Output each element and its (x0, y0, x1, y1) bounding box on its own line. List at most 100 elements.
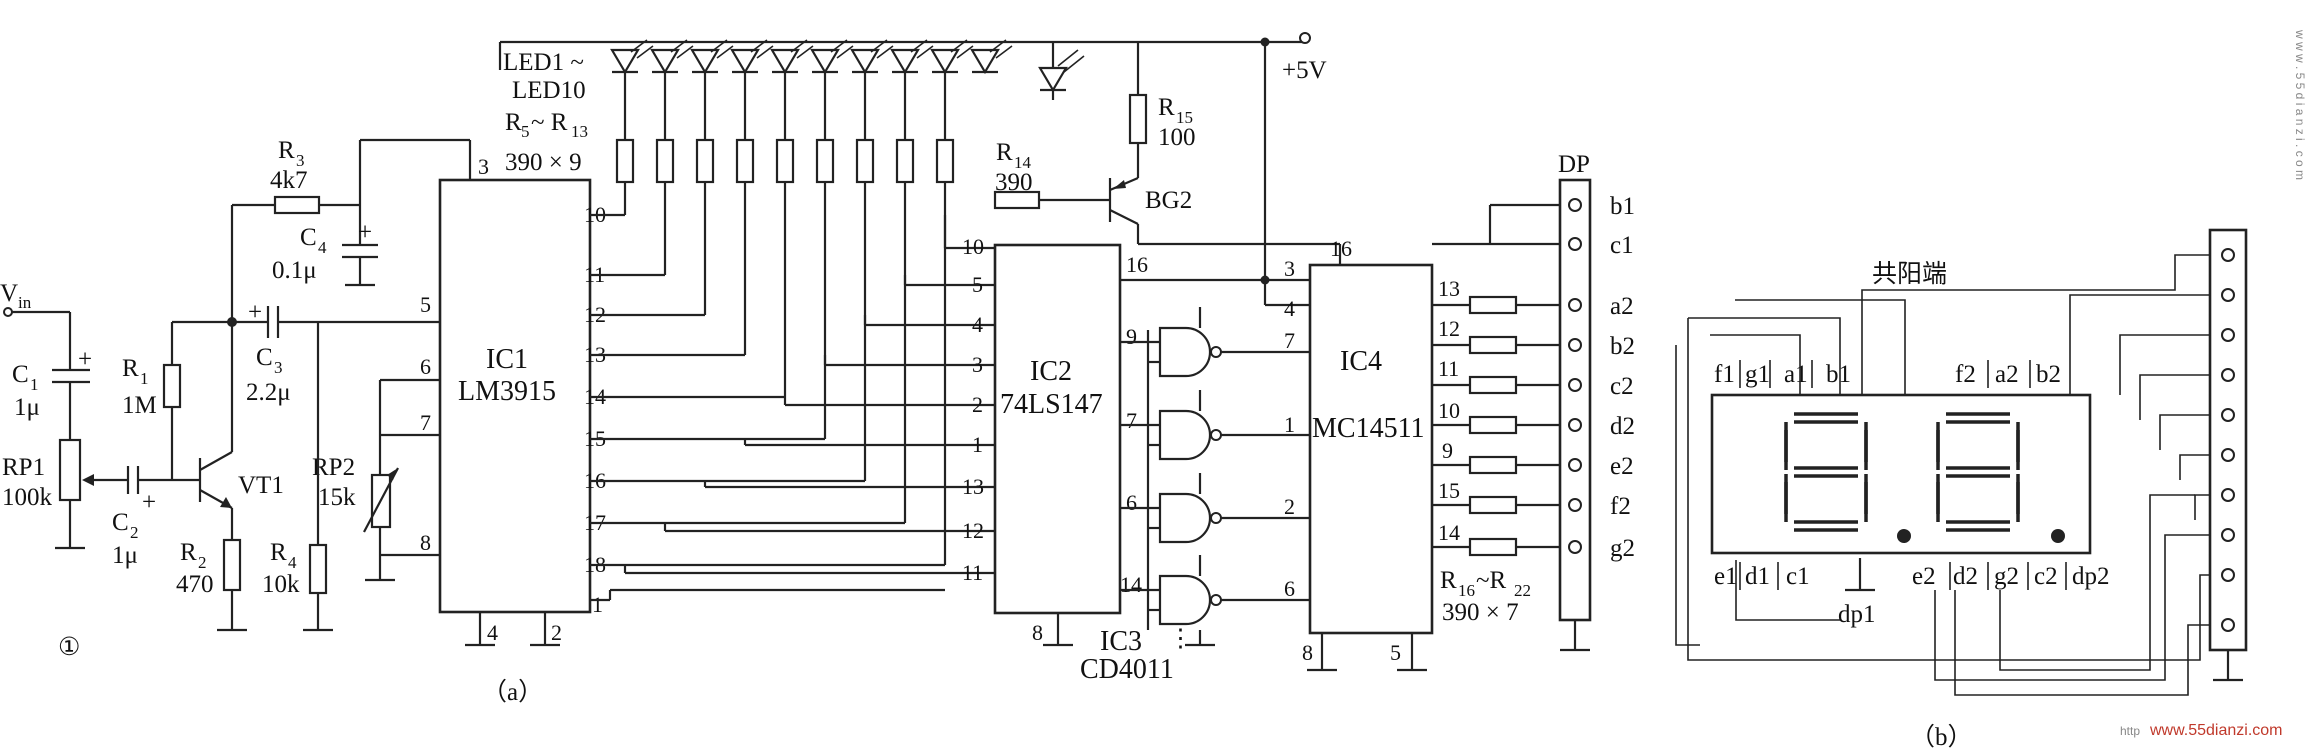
resistor (735, 138, 755, 184)
svg-text:1: 1 (30, 375, 39, 394)
svg-text:8: 8 (1032, 620, 1043, 645)
r16-22-label: R (1440, 567, 1457, 594)
svg-text:14: 14 (1014, 153, 1032, 172)
resistor (935, 138, 955, 184)
led-icon (610, 48, 640, 75)
r14-value: 390 (995, 169, 1033, 196)
connector-pin-label: d2 (1610, 413, 1635, 440)
svg-text:4: 4 (972, 312, 983, 337)
svg-text:5: 5 (1390, 640, 1401, 665)
c2-value: 1μ (112, 542, 138, 569)
vcc-rail: +5V (1140, 32, 1327, 307)
r1-label: R (122, 355, 139, 382)
ic4-name: IC4 (1340, 346, 1382, 377)
caption-a: （a） (482, 678, 543, 706)
c3-label: C (256, 344, 273, 371)
svg-text:4: 4 (487, 620, 498, 645)
leds-label2: LED10 (512, 77, 586, 104)
resistor (615, 138, 635, 184)
segment-label: a1 (1784, 361, 1808, 388)
svg-text:3: 3 (1284, 256, 1295, 281)
r3-value: 4k7 (270, 167, 308, 194)
r16-22-value: 390 × 7 (1442, 599, 1519, 626)
nand-gate (1158, 409, 1212, 461)
svg-text:9: 9 (1126, 324, 1137, 349)
r15-value: 100 (1158, 124, 1196, 151)
vin-sub: in (18, 293, 32, 312)
vin-label: V (0, 280, 18, 307)
segment-label: e1 (1714, 563, 1738, 590)
svg-text:6: 6 (420, 354, 431, 379)
ic3-name: IC3 (1100, 626, 1142, 657)
rp1-value: 100k (2, 484, 53, 511)
svg-text:14: 14 (1438, 520, 1460, 545)
connector-pin-label: a2 (1610, 293, 1634, 320)
resistor (1468, 537, 1518, 557)
svg-text:7: 7 (1284, 328, 1295, 353)
c4-value: 0.1μ (272, 257, 317, 284)
led-icon (890, 48, 920, 75)
svg-text:5: 5 (521, 122, 530, 141)
segment-label: e2 (1912, 563, 1936, 590)
led-icon (770, 48, 800, 75)
svg-text:2: 2 (972, 392, 983, 417)
led-icon (650, 48, 680, 75)
svg-text:11: 11 (962, 560, 983, 585)
svg-text:⋮: ⋮ (1168, 625, 1193, 652)
led-icon (730, 48, 760, 75)
caption-b: （b） (1910, 723, 1973, 751)
svg-text:4: 4 (318, 238, 327, 257)
bg2-label: BG2 (1145, 187, 1192, 214)
c2-label: C (112, 509, 129, 536)
svg-text:+: + (358, 219, 372, 246)
svg-text:3: 3 (296, 151, 305, 170)
svg-text:13: 13 (962, 474, 984, 499)
svg-text:9: 9 (1442, 438, 1453, 463)
ic3-cd4011: IC3 ⋮ CD4011 (1080, 307, 1310, 685)
svg-text:3: 3 (972, 352, 983, 377)
ic1-name: IC1 (486, 344, 528, 375)
resistor (655, 138, 675, 184)
watermark-prefix: http (2120, 724, 2140, 738)
r14-label: R (996, 139, 1013, 166)
c3-value: 2.2μ (246, 379, 291, 406)
c1-label: C (12, 361, 29, 388)
resistor (815, 138, 835, 184)
svg-text:6: 6 (1126, 490, 1137, 515)
svg-text:4: 4 (288, 553, 297, 572)
svg-text:13: 13 (571, 122, 588, 141)
segment-label: a2 (1995, 361, 2019, 388)
svg-text:11: 11 (1438, 356, 1459, 381)
resistor (895, 138, 915, 184)
nand-gate (1158, 326, 1212, 378)
common-anode-label: 共阳端 (1872, 259, 1947, 288)
ic4-mc14511: IC4 MC14511 16 3 4 7 1 2 6 13 12 11 10 9… (1284, 203, 1570, 672)
segment-label: d2 (1953, 563, 1978, 590)
svg-text:8: 8 (420, 530, 431, 555)
r15-label: R (1158, 94, 1175, 121)
segment-label: c1 (1786, 563, 1810, 590)
vt1-label: VT1 (238, 472, 284, 499)
svg-text:2: 2 (1284, 494, 1295, 519)
svg-text:12: 12 (1438, 316, 1460, 341)
ic3-part: CD4011 (1080, 654, 1174, 685)
r1-value: 1M (122, 392, 157, 419)
svg-text:6: 6 (1284, 576, 1295, 601)
svg-text:12: 12 (962, 518, 984, 543)
led-icon (850, 48, 880, 75)
r4-value: 10k (262, 571, 300, 598)
svg-text:3: 3 (274, 358, 283, 377)
segment-label: c2 (2034, 563, 2058, 590)
dp-label: DP (1558, 151, 1590, 178)
rp2-value: 15k (318, 484, 356, 511)
svg-text:8: 8 (1302, 640, 1313, 665)
resistor (1468, 415, 1518, 435)
resistor (1468, 295, 1518, 315)
svg-text:3: 3 (478, 154, 489, 179)
svg-text:15: 15 (1176, 108, 1193, 127)
svg-text:+: + (142, 489, 156, 516)
led-bar: LED1 ~ LED10 R 5 ~ R 13 390 × 9 (498, 39, 1305, 602)
svg-text:7: 7 (1126, 408, 1137, 433)
